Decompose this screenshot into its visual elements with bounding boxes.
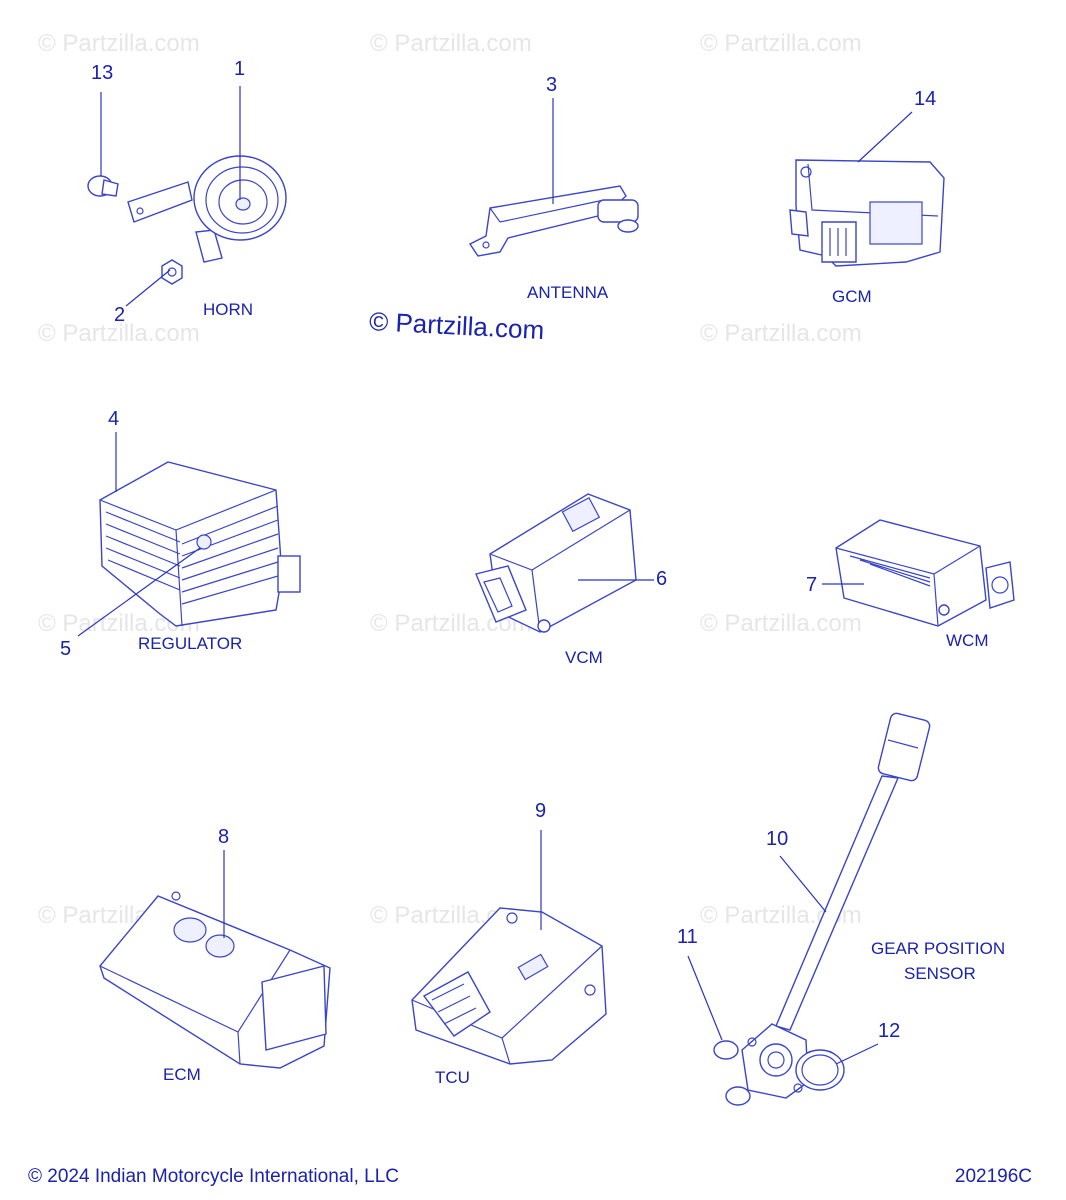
callout-3: 3: [546, 74, 558, 96]
tcu-part: [411, 907, 607, 1065]
label-vcm: VCM: [565, 648, 603, 667]
label-horn: HORN: [203, 300, 254, 319]
callout-8: 8: [218, 826, 230, 848]
callout-4: 4: [108, 408, 120, 430]
callout-2: 2: [114, 304, 126, 326]
callout-1: 1: [234, 58, 246, 80]
watermark: © Partzilla.com: [700, 610, 862, 637]
watermark: © Partzilla.com: [700, 30, 862, 57]
label-ecm: ECM: [163, 1065, 201, 1084]
label-wcm: WCM: [946, 631, 989, 650]
watermark: © Partzilla.com: [370, 30, 532, 57]
callout-11: 11: [677, 926, 698, 948]
gcm-part: [789, 159, 945, 267]
callout-10: 10: [766, 828, 789, 850]
watermark: © Partzilla.com: [700, 320, 862, 347]
callout-9: 9: [535, 800, 547, 822]
screw-part: [87, 175, 119, 197]
callout-12: 12: [878, 1020, 901, 1042]
regulator-part: [99, 461, 301, 627]
callout-5: 5: [60, 638, 72, 660]
o-ring-part: [795, 1049, 845, 1091]
diagram-id: 202196C: [954, 1166, 1032, 1187]
label-gear-position: GEAR POSITION: [871, 939, 1006, 958]
antenna-part: [468, 185, 639, 257]
label-sensor: SENSOR: [904, 964, 976, 983]
label-regulator: REGULATOR: [138, 634, 243, 653]
callout-6: 6: [656, 568, 668, 590]
callout-14: 14: [914, 88, 937, 110]
label-gcm: GCM: [832, 287, 872, 306]
label-antenna: ANTENNA: [527, 283, 609, 302]
wcm-part: [835, 519, 1015, 627]
label-tcu: TCU: [435, 1068, 470, 1087]
screw-part: [713, 1040, 751, 1106]
watermark: © Partzilla.com: [38, 320, 200, 347]
nut-part: [161, 259, 183, 285]
horn-part: [127, 155, 287, 263]
watermark: © Partzilla.com: [38, 30, 200, 57]
callout-13: 13: [91, 62, 114, 84]
copyright-footer: © 2024 Indian Motorcycle International, …: [28, 1166, 399, 1187]
vcm-part: [475, 493, 637, 633]
gear-position-sensor-part: [741, 712, 931, 1099]
callout-7: 7: [806, 574, 818, 596]
ecm-part: [99, 891, 331, 1069]
